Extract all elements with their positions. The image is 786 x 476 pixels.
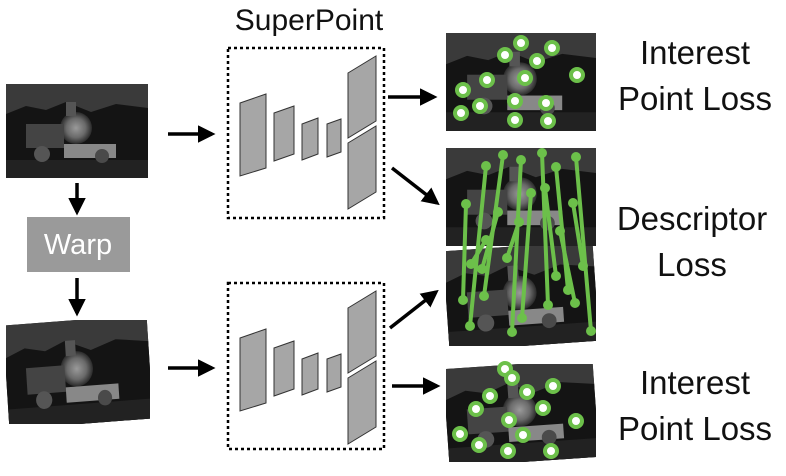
descriptor-point xyxy=(570,298,580,308)
keypoints-image-bottom xyxy=(443,359,600,467)
network-top xyxy=(228,48,384,218)
descriptor-point xyxy=(507,327,517,337)
descriptor-point xyxy=(586,326,596,336)
keypoint-marker xyxy=(531,55,543,67)
descriptor-point xyxy=(568,198,578,208)
keypoint-marker xyxy=(455,107,467,119)
keypoints-image-top xyxy=(446,33,596,131)
keypoint-marker xyxy=(521,386,533,398)
label-line: Point Loss xyxy=(618,410,772,447)
keypoint-marker xyxy=(454,428,466,440)
keypoint-marker xyxy=(571,69,583,81)
descriptor-point xyxy=(498,150,508,160)
descriptor-match-image xyxy=(443,148,600,351)
keypoint-marker xyxy=(499,49,511,61)
network-layer xyxy=(327,354,341,392)
keypoint-marker xyxy=(570,415,582,427)
keypoint-marker xyxy=(481,74,493,86)
keypoint-marker xyxy=(540,97,552,109)
descriptor-point xyxy=(458,295,468,305)
descriptor-point xyxy=(578,261,588,271)
keypoint-marker xyxy=(517,429,529,441)
keypoint-marker xyxy=(519,72,531,84)
keypoint-marker xyxy=(537,402,549,414)
label-line: Descriptor xyxy=(617,200,767,237)
network-layer xyxy=(348,361,376,444)
keypoint-marker xyxy=(470,403,482,415)
arrow-to-descriptor-bottom xyxy=(390,292,436,328)
network-layer xyxy=(348,56,376,138)
descriptor-point xyxy=(502,253,512,263)
network-layer xyxy=(240,329,266,411)
keypoint-marker xyxy=(457,84,469,96)
network-bottom xyxy=(228,283,384,449)
label-interest-point-loss-bottom: Interest Point Loss xyxy=(618,364,772,447)
descriptor-point xyxy=(466,259,476,269)
descriptor-point xyxy=(465,321,475,331)
keypoint-marker xyxy=(515,37,527,49)
descriptor-point xyxy=(571,152,581,162)
superpoint-title: SuperPoint xyxy=(235,4,384,37)
keypoint-marker xyxy=(547,380,559,392)
descriptor-point xyxy=(493,207,503,217)
descriptor-point xyxy=(481,161,491,171)
descriptor-point xyxy=(537,148,547,158)
label-line: Interest xyxy=(640,364,750,401)
input-image xyxy=(6,84,148,178)
network-layer xyxy=(348,291,376,373)
keypoint-marker xyxy=(503,414,515,426)
network-layer xyxy=(302,353,318,395)
network-layer xyxy=(240,94,266,176)
network-layer xyxy=(274,106,294,161)
network-layer xyxy=(274,341,294,396)
keypoint-marker xyxy=(474,100,486,112)
label-descriptor-loss: Descriptor Loss xyxy=(617,200,767,283)
descriptor-point xyxy=(481,235,491,245)
descriptor-point xyxy=(477,264,487,274)
descriptor-point xyxy=(551,271,561,281)
descriptor-point xyxy=(540,183,550,193)
warped-image xyxy=(3,315,153,430)
descriptor-point xyxy=(555,226,565,236)
descriptor-point xyxy=(514,217,524,227)
descriptor-point xyxy=(551,162,561,172)
keypoint-marker xyxy=(545,445,557,457)
descriptor-point xyxy=(543,300,553,310)
descriptor-point xyxy=(526,188,536,198)
descriptor-point xyxy=(461,199,471,209)
network-layer xyxy=(327,119,341,157)
network-layer xyxy=(348,126,376,209)
keypoint-marker xyxy=(509,95,521,107)
keypoint-marker xyxy=(506,372,518,384)
network-layer xyxy=(302,118,318,160)
descriptor-point xyxy=(563,285,573,295)
descriptor-point xyxy=(516,155,526,165)
label-line: Point Loss xyxy=(618,80,772,117)
descriptor-point xyxy=(517,313,527,323)
descriptor-point xyxy=(479,291,489,301)
label-interest-point-loss-top: Interest Point Loss xyxy=(618,34,772,117)
arrow-to-descriptor-top xyxy=(392,168,437,203)
keypoint-marker xyxy=(509,114,521,126)
keypoint-marker xyxy=(473,439,485,451)
keypoint-marker xyxy=(542,115,554,127)
warp-label: Warp xyxy=(44,229,112,261)
keypoint-marker xyxy=(484,390,496,402)
label-line: Interest xyxy=(640,34,750,71)
warp-block: Warp xyxy=(27,217,130,272)
label-line: Loss xyxy=(657,246,727,283)
keypoint-marker xyxy=(546,42,558,54)
keypoint-marker xyxy=(502,445,514,457)
